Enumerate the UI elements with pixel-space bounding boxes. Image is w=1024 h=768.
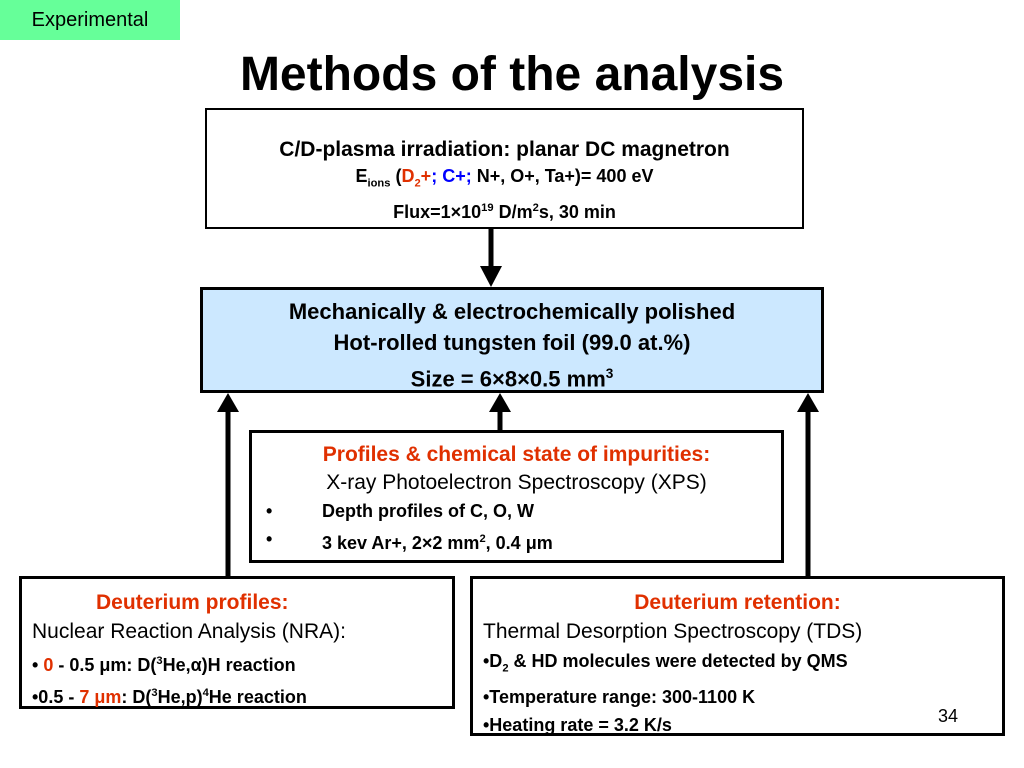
nra-item-2: •0.5 - 7 μm: D(3He,p)4He reaction (32, 687, 307, 707)
sample-line1: Mechanically & electrochemically polishe… (288, 299, 736, 324)
slide-title: Methods of the analysis (239, 48, 785, 101)
xps-item-2: •3 kev Ar+, 2×2 mm2, 0.4 μm (266, 529, 553, 553)
tds-item-2: •Temperature range: 300-1100 K (483, 686, 756, 707)
arrow-xps-to-sample-head (489, 393, 511, 412)
tds-subtitle: Thermal Desorption Spectroscopy (TDS) (483, 620, 863, 643)
plasma-line1: C/D-plasma irradiation: planar DC magnet… (279, 138, 730, 161)
nra-title: Deuterium profiles: (96, 591, 289, 614)
tds-title: Deuterium retention: (634, 591, 841, 614)
experimental-tag: Experimental (0, 0, 180, 40)
plasma-irradiation-box: C/D-plasma irradiation: planar DC magnet… (205, 108, 804, 229)
nra-item-1: • 0 - 0.5 μm: D(3He,α)H reaction (32, 655, 296, 675)
xps-box: Profiles & chemical state of impurities:… (249, 430, 784, 563)
xps-item-1: •Depth profiles of C, O, W (266, 501, 534, 521)
sample-line3: Size = 6×8×0.5 mm3 (410, 366, 614, 392)
sample-line2: Hot-rolled tungsten foil (99.0 at.%) (333, 330, 691, 355)
tds-item-1: •D2 & HD molecules were detected by QMS (483, 651, 848, 675)
plasma-line2: Eions (D2+; C+; N+, O+, Ta+)= 400 eV (355, 166, 654, 190)
nra-subtitle: Nuclear Reaction Analysis (NRA): (32, 620, 346, 643)
plasma-flux: Flux=1×1019 D/m2s, 30 min (393, 201, 616, 222)
tds-box: Deuterium retention: Thermal Desorption … (470, 576, 1005, 736)
tds-item-3: •Heating rate = 3.2 K/s (483, 714, 672, 735)
page-number: 34 (938, 706, 959, 726)
arrow-tds-to-sample-head (797, 393, 819, 412)
nra-box: Deuterium profiles: Nuclear Reaction Ana… (19, 576, 455, 709)
xps-title: Profiles & chemical state of impurities: (322, 443, 711, 466)
sample-box: Mechanically & electrochemically polishe… (200, 287, 824, 393)
arrow-nra-to-sample-head (217, 393, 239, 412)
xps-subtitle: X-ray Photoelectron Spectroscopy (XPS) (326, 471, 707, 494)
arrow-plasma-to-sample-head (480, 266, 502, 287)
